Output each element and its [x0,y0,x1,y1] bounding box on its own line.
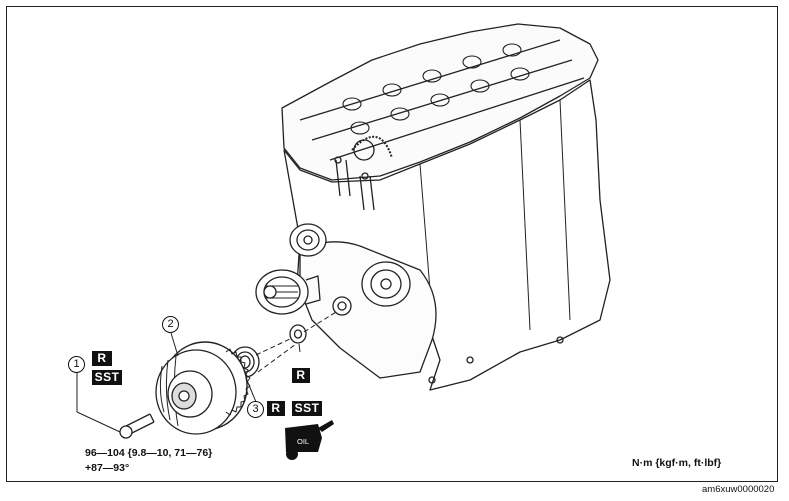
pulley-bolt [119,413,155,439]
callout-2: 2 [162,316,179,333]
figure-frame [6,6,778,482]
badge-part3-replace: R [267,401,285,416]
idler-pulley-right [361,261,411,307]
torque-spec-line2: +87—93° [85,462,130,474]
torque-spec-line1: 96—104 {9.8—10, 71—76} [85,447,213,459]
idler-pulley-upper [289,223,327,257]
crankshaft-nose [332,296,352,316]
cylinder-head [281,23,599,181]
install-guide-lines [255,311,337,373]
unit-legend: N·m {kgf·m, ft·lbf} [632,457,722,469]
badge-part3-sst: SST [292,401,322,416]
leader-lines [76,332,301,433]
callout-1: 1 [68,356,85,373]
badge-part1-replace: R [92,351,112,366]
figure-id: am6xuw0000020 [702,484,775,495]
badge-washer-replace: R [292,368,310,383]
oil-can-icon: OIL [285,420,334,460]
washer [289,324,307,344]
badge-part1-sst: SST [92,370,122,385]
crankshaft-pulley [155,341,251,435]
callout-3: 3 [247,401,264,418]
oil-label: OIL [297,437,309,446]
tensioner-pulley [255,269,321,315]
